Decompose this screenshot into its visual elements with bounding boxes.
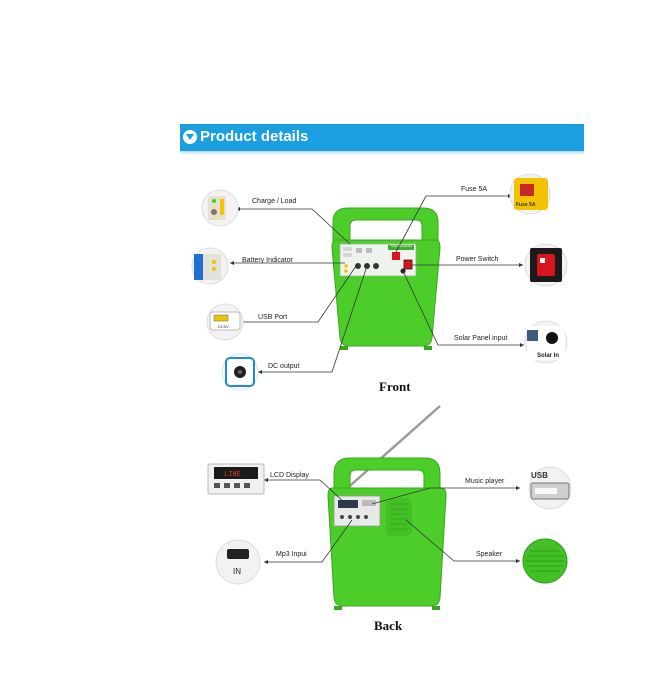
thumb-solar-input: Solar In <box>524 320 568 364</box>
back-usb-port <box>362 500 376 506</box>
section-banner <box>180 124 584 151</box>
panel-brand-text: Solar Generator <box>391 244 413 248</box>
back-callout-arrows <box>264 478 520 564</box>
front-device <box>331 207 441 350</box>
back-callout-lines <box>264 479 520 563</box>
power-switch <box>403 259 413 270</box>
usb-icon <box>213 314 229 322</box>
thumb-usb-port: DC5V <box>206 303 244 341</box>
fuse-holder <box>392 252 400 260</box>
speaker-grille <box>386 498 412 536</box>
usb-port-2 <box>366 248 372 253</box>
speaker-grille-icon <box>522 538 568 584</box>
antenna-icon <box>342 405 441 493</box>
thumb-charge-load <box>201 189 239 227</box>
label-fuse: Fuse 5A <box>461 186 488 193</box>
battery-led-2 <box>344 269 348 273</box>
thumb-in-label: IN <box>233 567 241 576</box>
thumb-power-switch <box>524 243 568 287</box>
label-charge-load: Charge / Load <box>252 198 297 205</box>
label-mp3-input: Mp3 Inpui <box>276 551 307 558</box>
dc-jack-3 <box>373 263 379 269</box>
section-title: Product details <box>200 128 309 145</box>
caption-back: Back <box>374 618 403 633</box>
thumb-lcd-display: LINE <box>207 463 265 495</box>
battery-led-1 <box>344 264 348 268</box>
thumb-fuse-label: Fuse 5A <box>516 202 536 208</box>
label-solar-input: Solar Panel input <box>454 335 508 342</box>
lcd-screen-text: LINE <box>224 471 241 479</box>
thumb-usb-label: DC5V <box>218 324 229 329</box>
thumb-dc-output <box>221 353 259 391</box>
front-callout-lines <box>230 195 524 373</box>
thumb-solar-label: Solar In <box>537 353 559 359</box>
label-music-player: Music player <box>465 478 505 485</box>
label-speaker: Speaker <box>476 551 503 558</box>
thumb-music-player: USB <box>528 466 572 510</box>
thumb-usb-text: USB <box>531 471 548 480</box>
caption-front: Front <box>379 379 411 394</box>
label-battery-indicator: Battery Indicator <box>242 257 293 264</box>
label-usb-port: USB Port <box>258 314 288 321</box>
dropdown-arrow-icon <box>183 130 197 144</box>
thumb-battery-indicator <box>191 247 229 285</box>
back-device <box>327 405 447 610</box>
usb-port-1 <box>356 248 362 253</box>
label-dc-output: DC output <box>268 363 300 370</box>
label-power-switch: Power Switch <box>456 256 499 263</box>
thumb-fuse: Fuse 5A <box>509 173 551 215</box>
thumb-mp3-input: IN <box>215 539 261 585</box>
dc-jack-1 <box>355 263 361 269</box>
banner-shadow <box>180 151 584 155</box>
label-lcd-display: LCD Display <box>270 472 309 479</box>
